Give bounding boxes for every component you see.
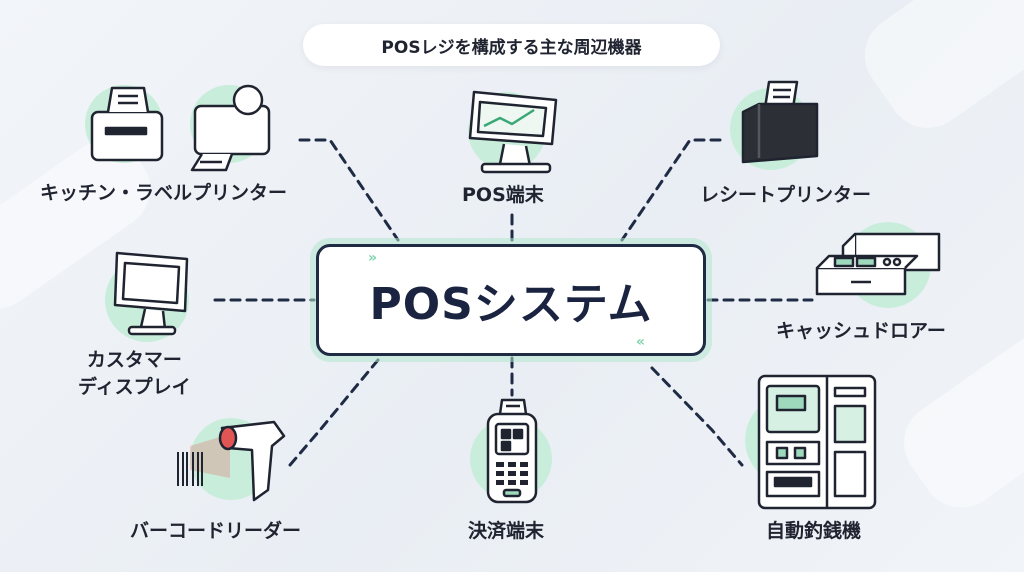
center-node-pos-system: POSシステム	[316, 244, 706, 356]
node-label-auto-change-machine: 自動釣銭機	[766, 520, 862, 542]
kitchen-label-printer-icon	[90, 84, 271, 172]
label-line: ディスプレイ	[78, 375, 191, 398]
connector-auto-change	[650, 366, 744, 467]
barcode-reader-icon	[177, 420, 286, 502]
label-line: カスタマー	[86, 349, 182, 371]
connector-barcode-reader	[288, 358, 380, 467]
node-label-cash-drawer: キャッシュドロアー	[776, 320, 946, 342]
connector-receipt-printer	[620, 138, 722, 242]
auto-change-machine-icon	[757, 374, 877, 510]
node-label-barcode-reader: バーコードリーダー	[130, 520, 302, 542]
node-label-kitchen-label-printer: キッチン・ラベルプリンター	[40, 182, 288, 204]
node-label-customer-display: カスタマー ディスプレイ	[78, 347, 191, 400]
accent-arrow-icon: «	[636, 334, 646, 350]
customer-display-icon	[113, 251, 189, 336]
payment-terminal-icon	[486, 398, 538, 504]
node-label-pos-terminal: POS端末	[462, 184, 544, 206]
accent-arrow-icon: »	[368, 250, 378, 266]
node-label-receipt-printer: レシートプリンター	[700, 184, 872, 206]
pos-terminal-icon	[468, 90, 558, 174]
diagram-title: POSレジを構成する主な周辺機器	[303, 24, 720, 66]
connector-kitchen-printer	[298, 138, 400, 242]
receipt-printer-icon	[741, 80, 819, 164]
cash-drawer-icon	[815, 232, 941, 296]
node-label-payment-terminal: 決済端末	[468, 520, 545, 542]
